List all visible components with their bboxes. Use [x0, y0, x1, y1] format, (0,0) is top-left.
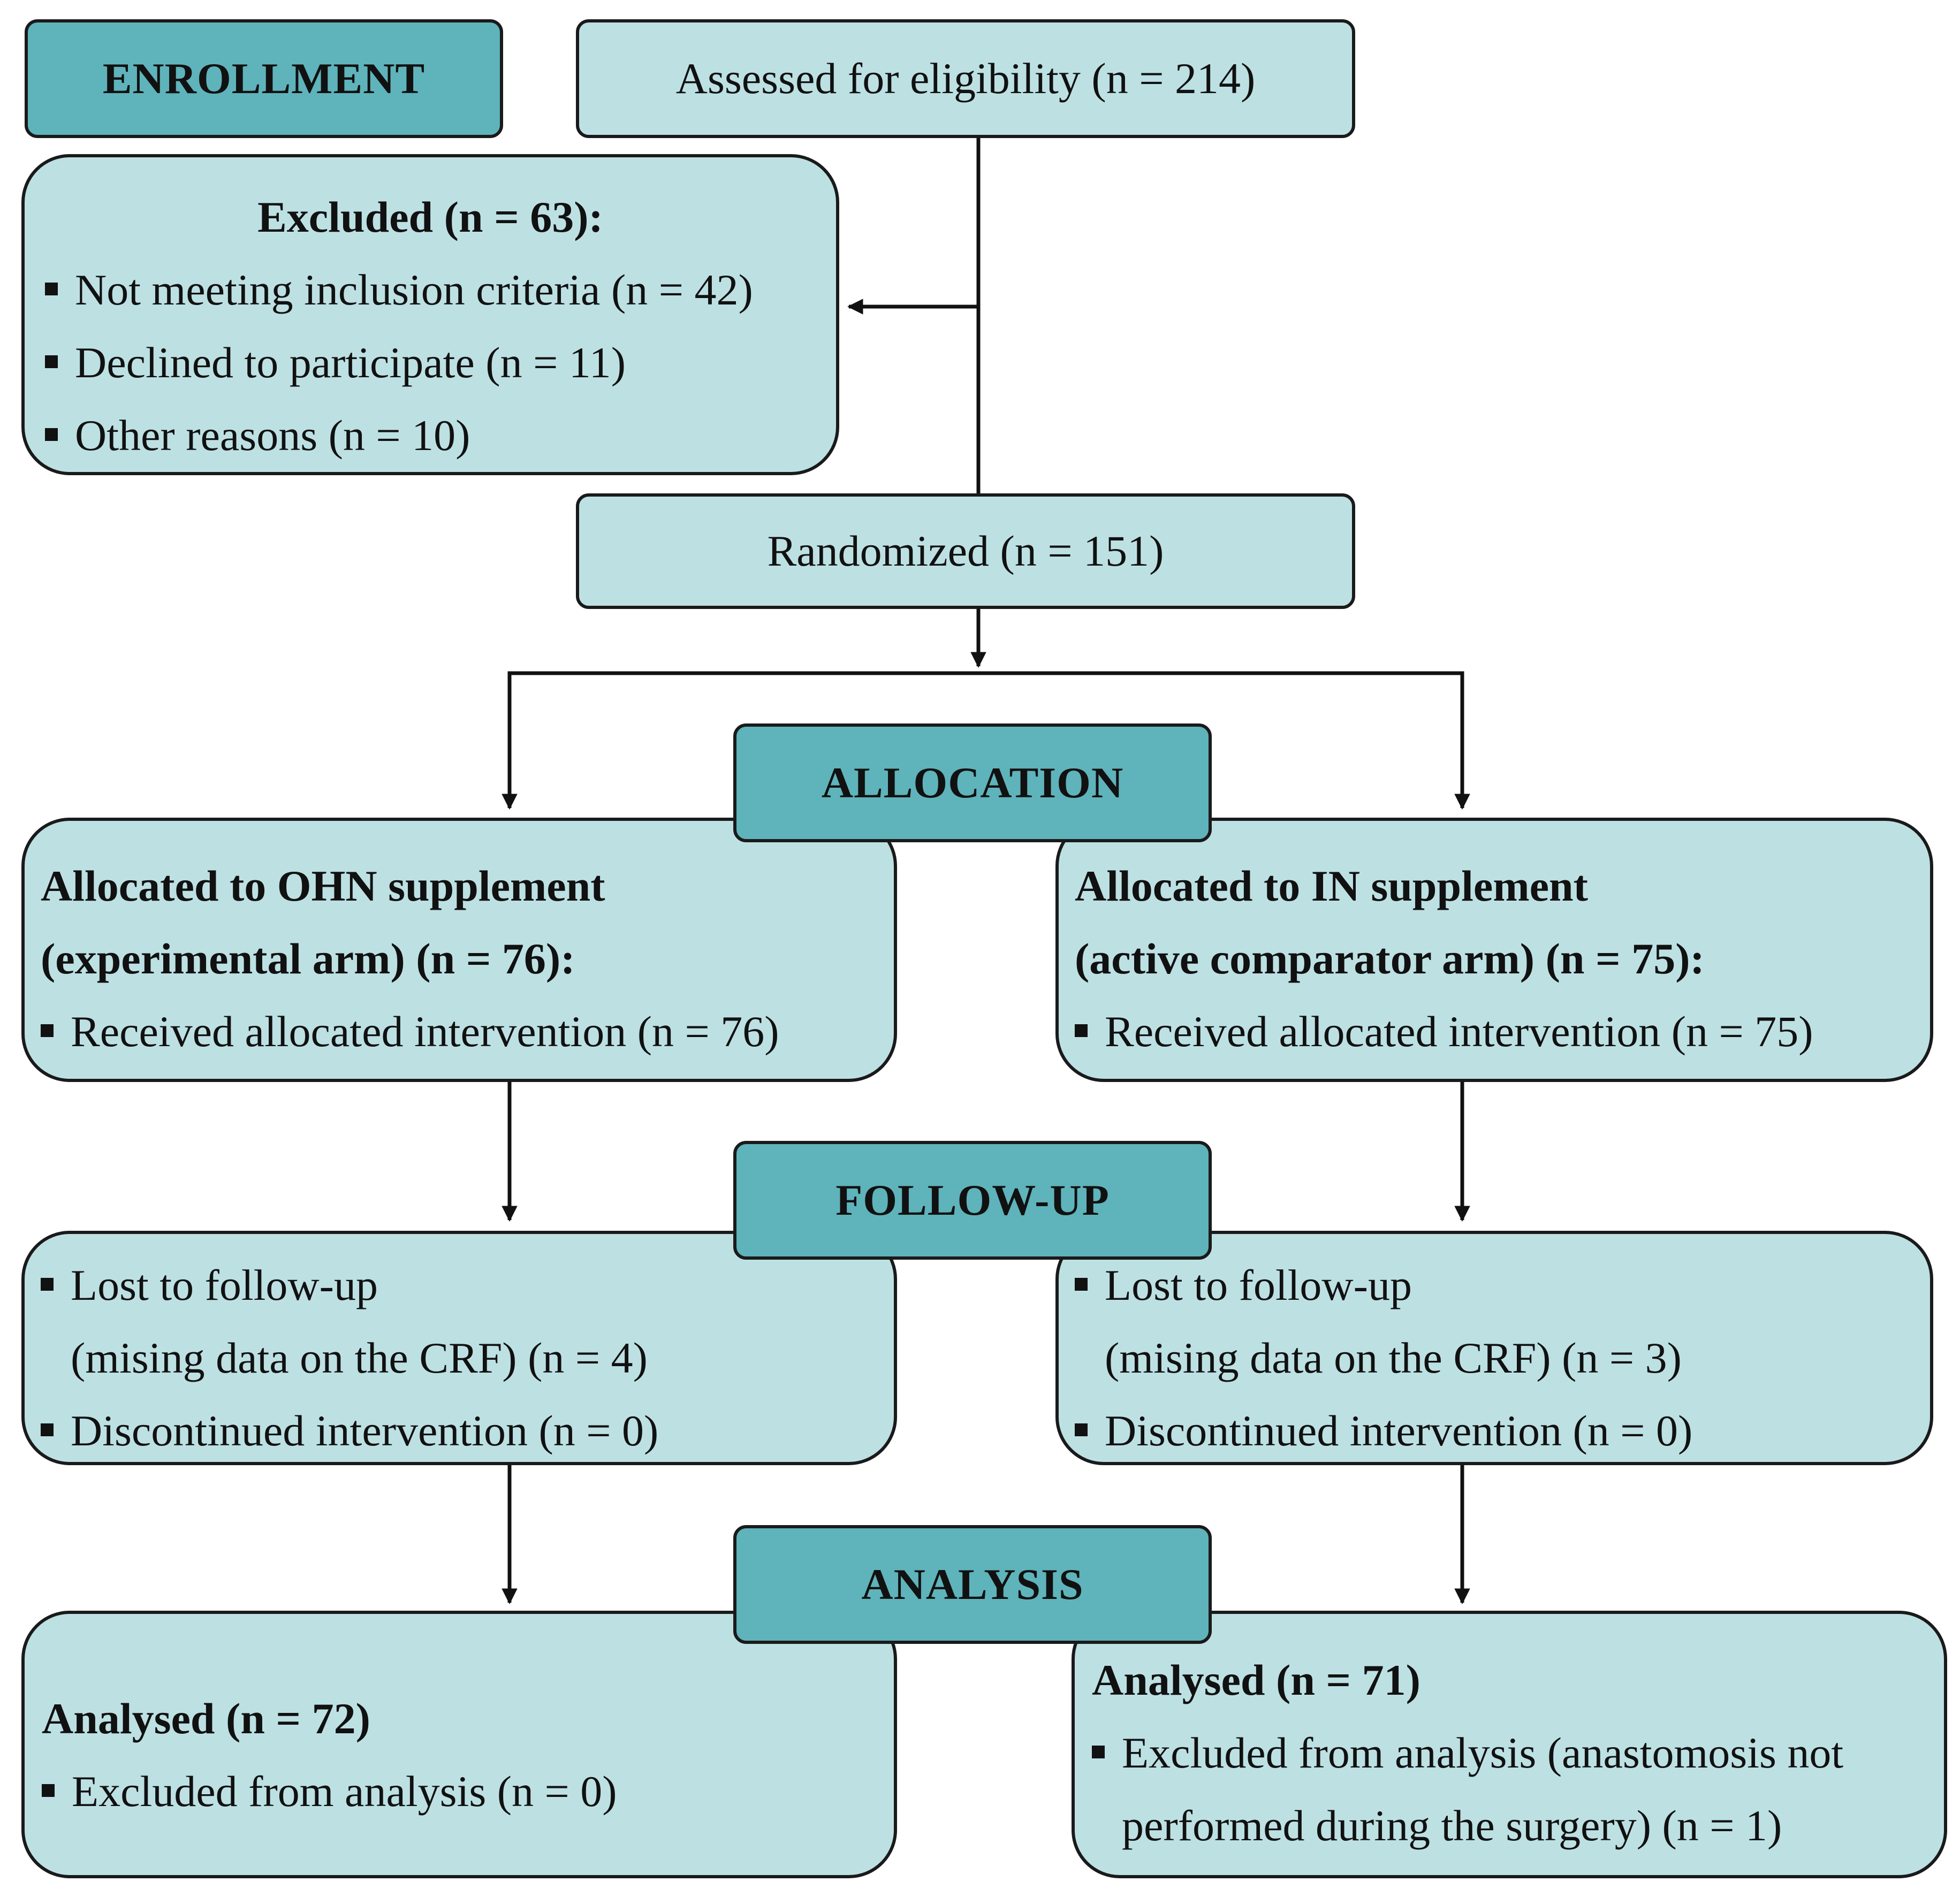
- bullet-icon: [41, 1423, 54, 1436]
- allocation-left-item: Received allocated intervention (n = 76): [41, 995, 894, 1068]
- allocation-phase-label: ALLOCATION: [733, 723, 1212, 842]
- allocation-right-item-text: Received allocated intervention (n = 75): [1105, 1007, 1813, 1056]
- excluded-item-text: Other reasons (n = 10): [75, 411, 470, 460]
- allocation-right-title-1: Allocated to IN supplement: [1075, 862, 1588, 910]
- allocation-left-item-text: Received allocated intervention (n = 76): [71, 1007, 779, 1056]
- allocation-label: ALLOCATION: [821, 758, 1124, 807]
- followup-left-lost: Lost to follow-up: [41, 1249, 894, 1322]
- excluded-item-text: Not meeting inclusion criteria (n = 42): [75, 265, 753, 314]
- followup-right-lost-detail: (mising data on the CRF) (n = 3): [1105, 1334, 1682, 1382]
- excluded-box: Excluded (n = 63): Not meeting inclusion…: [21, 154, 839, 475]
- bullet-icon: [1075, 1423, 1088, 1436]
- followup-left-box: Lost to follow-up (mising data on the CR…: [21, 1231, 897, 1465]
- bullet-icon: [1092, 1746, 1105, 1758]
- bullet-icon: [45, 355, 58, 368]
- followup-right-box: Lost to follow-up (mising data on the CR…: [1055, 1231, 1933, 1465]
- bullet-icon: [41, 1024, 54, 1037]
- excluded-title: Excluded (n = 63):: [257, 193, 603, 241]
- analysis-left-item-text: Excluded from analysis (n = 0): [72, 1767, 617, 1816]
- analysis-left-box: Analysed (n = 72) Excluded from analysis…: [21, 1611, 897, 1878]
- followup-left-discontinued-text: Discontinued intervention (n = 0): [71, 1406, 659, 1455]
- randomized-box: Randomized (n = 151): [576, 493, 1355, 609]
- bullet-icon: [45, 283, 58, 295]
- followup-right-lost-text: Lost to follow-up: [1105, 1261, 1412, 1309]
- followup-label: FOLLOW-UP: [835, 1176, 1110, 1224]
- analysis-right-title: Analysed (n = 71): [1092, 1656, 1420, 1704]
- assessed-box: Assessed for eligibility (n = 214): [576, 19, 1355, 138]
- allocation-left-title-2: (experimental arm) (n = 76):: [41, 934, 575, 983]
- split-bar: [507, 671, 1464, 808]
- analysis-label: ANALYSIS: [861, 1560, 1084, 1609]
- followup-right-discontinued-text: Discontinued intervention (n = 0): [1105, 1406, 1693, 1455]
- followup-left-lost-detail: (mising data on the CRF) (n = 4): [71, 1334, 648, 1382]
- followup-right-discontinued: Discontinued intervention (n = 0): [1075, 1395, 1930, 1467]
- analysis-right-box: Analysed (n = 71) Excluded from analysis…: [1072, 1611, 1947, 1878]
- excluded-item-text: Declined to participate (n = 11): [75, 338, 626, 387]
- bullet-icon: [42, 1784, 55, 1797]
- followup-left-discontinued: Discontinued intervention (n = 0): [41, 1395, 894, 1467]
- bullet-icon: [45, 428, 58, 441]
- excluded-item: Other reasons (n = 10): [45, 399, 836, 472]
- allocation-right-title-2: (active comparator arm) (n = 75):: [1075, 934, 1705, 983]
- excluded-item: Declined to participate (n = 11): [45, 326, 836, 399]
- analysis-right-item-detail: performed during the surgery) (n = 1): [1122, 1801, 1782, 1850]
- followup-phase-label: FOLLOW-UP: [733, 1141, 1212, 1260]
- enrollment-label: ENROLLMENT: [102, 54, 426, 103]
- allocation-right-item: Received allocated intervention (n = 75): [1075, 995, 1930, 1068]
- analysis-left-item: Excluded from analysis (n = 0): [42, 1755, 894, 1828]
- allocation-right-box: Allocated to IN supplement (active compa…: [1055, 818, 1933, 1082]
- bullet-icon: [1075, 1024, 1088, 1037]
- bullet-icon: [41, 1278, 54, 1291]
- allocation-left-box: Allocated to OHN supplement (experimenta…: [21, 818, 897, 1082]
- analysis-left-title: Analysed (n = 72): [42, 1694, 370, 1743]
- analysis-right-item: Excluded from analysis (anastomosis not: [1092, 1717, 1944, 1789]
- randomized-text: Randomized (n = 151): [767, 527, 1164, 575]
- analysis-right-item-text: Excluded from analysis (anastomosis not: [1122, 1728, 1844, 1777]
- analysis-phase-label: ANALYSIS: [733, 1525, 1212, 1644]
- assessed-text: Assessed for eligibility (n = 214): [675, 54, 1256, 103]
- allocation-left-title-1: Allocated to OHN supplement: [41, 862, 605, 910]
- bullet-icon: [1075, 1278, 1088, 1291]
- followup-right-lost: Lost to follow-up: [1075, 1249, 1930, 1322]
- enrollment-phase-label: ENROLLMENT: [25, 19, 503, 138]
- followup-left-lost-text: Lost to follow-up: [71, 1261, 378, 1309]
- excluded-item: Not meeting inclusion criteria (n = 42): [45, 254, 836, 326]
